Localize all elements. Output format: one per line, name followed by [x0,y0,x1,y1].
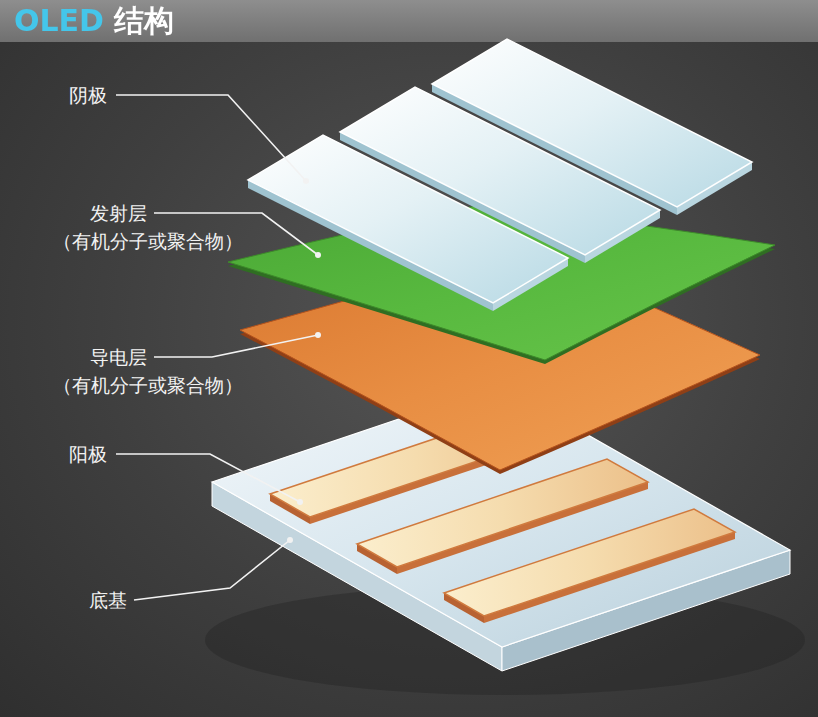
part-label: 发射层 [90,201,147,225]
leader-line [134,540,290,600]
part-label: 导电层 [90,345,147,369]
part-label: 阴极 [69,83,107,107]
part-label: （有机分子或聚合物） [53,373,243,397]
cathode-strips [248,39,752,311]
part-label: 阳极 [69,442,107,466]
leader-line [116,95,306,181]
leader-line [154,335,318,357]
part-label: （有机分子或聚合物） [53,229,243,253]
page-title: OLED 结构 [14,2,174,40]
leader-line [116,454,300,502]
part-label: 底基 [89,588,127,612]
leader-dots [287,178,321,543]
